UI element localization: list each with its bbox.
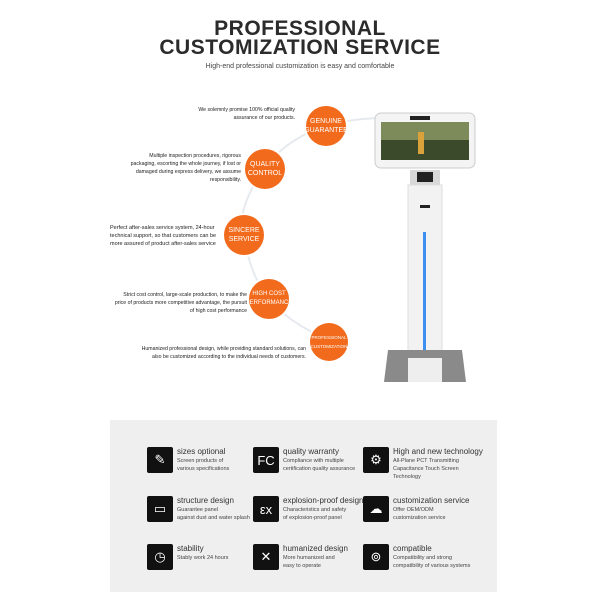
page-subtitle: High-end professional customization is e…	[205, 63, 395, 70]
cloud-custom-icon: ☁	[363, 496, 389, 522]
feature-item: ◷ stability Stably work 24 hours	[147, 544, 277, 570]
feature-title: explosion-proof design	[283, 496, 364, 505]
feature-desc: Compatibility and strong	[393, 555, 453, 561]
feature-desc: Stably work 24 hours	[177, 555, 229, 561]
feature-desc: Capacitance Touch Screen	[393, 466, 459, 472]
feature-title: stability	[177, 544, 204, 553]
feature-item: ⊚ compatible Compatibility and strong co…	[363, 544, 493, 570]
desc-sincere-service: Perfect after-sales service system, 24-h…	[110, 225, 217, 247]
desc-quality-control: Multiple inspection procedures, rigorous…	[130, 153, 241, 183]
page-title-line2: CUSTOMIZATION SERVICE	[159, 36, 441, 59]
feature-item: ☁ customization service Offer OEM/ODM cu…	[363, 496, 493, 522]
explosion-proof-icon: εx	[253, 496, 279, 522]
feature-item: ✕ humanized design More humanized and ea…	[253, 544, 383, 570]
feature-desc: Compliance with multiple	[283, 458, 344, 464]
feature-desc: More humanized and	[283, 555, 335, 561]
circle-sincere-service: SINCERE SERVICE	[224, 215, 264, 255]
feature-desc: of explosion-proof panel	[283, 515, 342, 521]
kiosk-image	[374, 112, 476, 382]
fc-certification-icon: FC	[253, 447, 279, 473]
feature-item: εx explosion-proof design Characteristic…	[253, 496, 383, 522]
feature-desc: Guarantee panel	[177, 507, 218, 513]
feature-item: ▭ structure design Guarantee panel again…	[147, 496, 277, 522]
feature-desc: customization service	[393, 515, 446, 521]
feature-desc: All-Plane PCT Transmitting	[393, 458, 459, 464]
feature-desc: various specifications	[177, 466, 230, 472]
feature-title: sizes optional	[177, 447, 226, 456]
desc-genuine-guarantee: We solemnly promise 100% official qualit…	[198, 107, 295, 121]
feature-item: FC quality warranty Compliance with mult…	[253, 447, 383, 473]
desc-professional-customization: Humanized professional design, while pro…	[141, 346, 306, 360]
circle-professional-customization: PROFESSIONAL CUSTOMIZATION	[310, 323, 348, 361]
feature-title: quality warranty	[283, 447, 340, 456]
feature-desc: Offer OEM/ODM	[393, 507, 434, 513]
feature-desc: certification quality assurance	[283, 466, 356, 472]
feature-desc: Screen products of	[177, 458, 224, 464]
chat-gear-icon: ⚙	[363, 447, 389, 473]
feature-title: humanized design	[283, 544, 348, 553]
feature-title: structure design	[177, 496, 234, 505]
feature-item: ⚙ High and new technology All-Plane PCT …	[363, 447, 493, 481]
page-title-line1: PROFESSIONAL	[214, 17, 386, 40]
feature-desc: Technology	[393, 474, 421, 480]
feature-title: compatible	[393, 544, 432, 553]
features-panel	[110, 420, 497, 592]
feature-title: customization service	[393, 496, 470, 505]
feature-desc: Characteristics and safety	[283, 507, 347, 513]
tools-icon: ✕	[253, 544, 279, 570]
feature-item: ✎ sizes optional Screen products of vari…	[147, 447, 277, 473]
desc-high-cost-performance: Strict cost control, large-scale product…	[114, 292, 247, 314]
circle-high-cost-performance: HIGH COST PERFORMANCE	[246, 279, 292, 319]
feature-desc: easy to operate	[283, 563, 321, 569]
rings-icon: ⊚	[363, 544, 389, 570]
feature-title: High and new technology	[393, 447, 483, 456]
feature-desc: against dust and water splash	[177, 515, 250, 521]
circle-quality-control: QUALITY CONTROL	[245, 149, 285, 189]
circle-genuine-guarantee: GENUINE GUARANTEE	[304, 106, 348, 146]
feature-desc: compatibility of various systems	[393, 563, 471, 569]
ruler-pen-icon: ✎	[147, 447, 173, 473]
panel-frame-icon: ▭	[147, 496, 173, 522]
clock-icon: ◷	[147, 544, 173, 570]
